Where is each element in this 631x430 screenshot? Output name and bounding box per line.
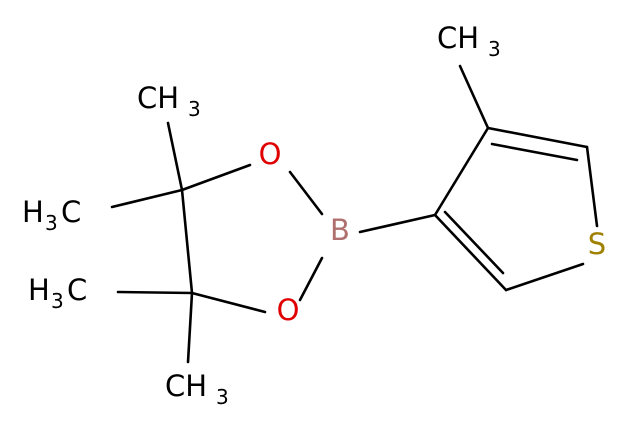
methyl-top-right-sub: 3 [488,37,501,61]
bond-c4-c5 [486,126,589,149]
methyl-pinacol-bottom-sub: 3 [216,385,229,409]
oxygen-top-atom: O [259,137,282,171]
methyl-pinacol-left-lower-sub: 3 [51,289,64,313]
methyl-top-right: CH 3 [437,21,501,61]
bond-c5-s [585,145,599,228]
methyl-pinacol-top: CH 3 [137,81,201,121]
oxygen-bottom-atom: O [277,293,300,327]
bond-c6-c3-double [443,210,505,275]
sulfur-atom: S [588,227,606,261]
bond-b-c3 [358,213,437,234]
bond-c4-ch3 [458,64,490,130]
methyl-pinacol-bottom: CH 3 [165,369,229,409]
bond-s-c6 [504,262,585,292]
bond-c2-ch3-bottom [186,291,194,364]
bond-c1-c2 [180,188,194,295]
bond-o-bottom-b [298,256,324,302]
methyl-pinacol-bottom-main: CH [165,369,207,403]
bond-c2-ch3-left [116,290,194,295]
methyl-pinacol-top-sub: 3 [188,97,201,121]
bond-c6-c3 [433,213,508,292]
methyl-pinacol-left-lower: H 3 C [28,273,87,313]
methyl-pinacol-left-lower-main: C [67,273,87,307]
bonds [110,64,599,364]
methyl-pinacol-top-main: CH [137,81,179,115]
bond-c1-o-top [180,163,252,192]
methyl-pinacol-left-upper: H 3 C [22,195,81,235]
methyl-pinacol-left-lower-prefix: H [28,273,50,307]
bond-c3-c4 [433,126,490,217]
methyl-top-right-main: CH [437,21,479,55]
bond-c2-o-bottom [190,291,267,314]
bond-c1-ch3-top [166,121,184,192]
bond-c4-c5-double [490,142,579,162]
bond-o-top-b [288,170,324,216]
bond-c1-ch3-left [110,188,184,209]
methyl-pinacol-left-upper-sub: 3 [45,211,58,235]
boron-atom: B [330,213,350,247]
methyl-pinacol-left-upper-prefix: H [22,195,44,229]
methyl-pinacol-left-upper-main: C [61,195,81,229]
